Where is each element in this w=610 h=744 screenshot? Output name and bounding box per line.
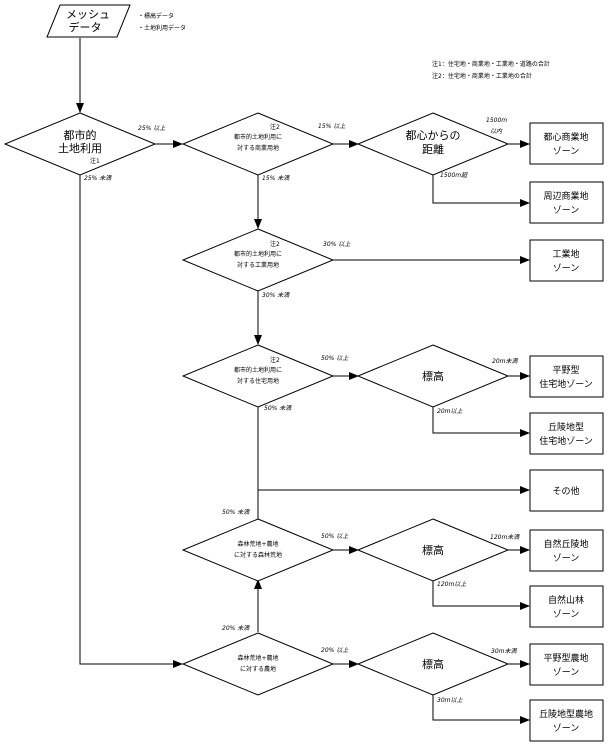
input-data-box	[46, 4, 131, 38]
cond-elev1-high: 20m以上	[437, 408, 463, 415]
zone-hill-farm	[529, 699, 604, 742]
decision-residential-ratio	[181, 344, 335, 408]
decision-urban-note: 注1	[90, 157, 100, 165]
cond-industrial-no: 30% 未満	[262, 291, 290, 299]
zone-hill-residential	[529, 412, 604, 455]
note-1: 注1：住宅地・商業地・工業地・道路の合計	[432, 60, 550, 68]
decision-forest-line2: に対する森林荒地	[234, 551, 282, 559]
zone-plain-farm-line1: 平野型農地	[543, 652, 588, 664]
zone-hill-farm-line1: 丘陵地型農地	[539, 708, 593, 720]
arrow-urban-no	[79, 175, 183, 668]
decision-residential-line1: 都市的土地利用に	[234, 366, 282, 374]
zone-plain-res-line1: 平野型	[552, 365, 579, 376]
decision-urban-landuse	[3, 112, 157, 176]
zone-natural-forest-line1: 自然山林	[548, 594, 584, 606]
input-label-line1: メッシュ	[66, 8, 110, 21]
decision-distance-line1: 都心からの	[406, 129, 461, 142]
decision-industrial-ratio	[181, 228, 335, 292]
zone-natural-hill-line2: ゾーン	[553, 553, 580, 564]
zone-peripheral-commercial	[529, 181, 604, 224]
cond-farm-no: 20% 未満	[222, 624, 250, 632]
note-2: 注2：住宅地・商業地・工業地の合計	[432, 72, 532, 80]
zone-other	[529, 469, 604, 512]
cond-elev1-low: 20m未満	[492, 357, 518, 365]
decision-industrial-note: 注2	[270, 240, 280, 248]
zone-peripheral-line1: 周辺商業地	[543, 190, 588, 202]
decision-industrial-line1: 都市的土地利用に	[234, 250, 282, 258]
cond-commercial-yes: 15% 以上	[318, 123, 346, 130]
cond-elev2-high: 120m以上	[437, 581, 467, 588]
decision-commercial-line2: 対する商業用地	[237, 144, 279, 152]
cond-distance-near-1: 1500m	[486, 117, 507, 124]
decision-farm-line1: 森林荒地+農地	[237, 654, 278, 662]
cond-distance-near-2: 以内	[490, 127, 503, 135]
zone-industrial	[529, 239, 604, 282]
zone-hill-farm-line2: ゾーン	[553, 723, 580, 734]
cond-forest-no: 50% 未満	[222, 508, 250, 516]
cond-residential-no: 50% 未満	[264, 404, 292, 412]
zone-hill-res-line1: 丘陵地型	[548, 421, 584, 433]
decision-forest-ratio	[181, 518, 335, 582]
zone-cbd-commercial	[529, 122, 604, 165]
decision-elevation-residential	[356, 344, 510, 408]
cond-elev3-low: 30m未満	[491, 647, 517, 655]
decision-commercial-note: 注2	[270, 123, 280, 131]
decision-residential-line2: 対する住宅用地	[237, 377, 279, 385]
decision-residential-note: 注2	[270, 356, 280, 364]
zone-plain-farm	[529, 643, 604, 686]
zone-natural-forest	[529, 585, 604, 628]
zone-natural-forest-line2: ゾーン	[553, 609, 580, 620]
decision-elevation-forest	[356, 518, 510, 582]
cond-industrial-yes: 30% 以上	[323, 241, 351, 248]
cond-distance-far: 1500m超	[440, 171, 468, 179]
connectors	[76, 38, 530, 724]
zone-peripheral-line2: ゾーン	[553, 205, 580, 216]
decision-commercial-line1: 都市的土地利用に	[234, 133, 282, 141]
arrow-elev3-high	[432, 695, 530, 724]
cond-commercial-no: 15% 未満	[262, 174, 290, 182]
cond-farm-yes: 20% 以上	[321, 647, 349, 654]
decision-forest-line1: 森林荒地+農地	[237, 540, 278, 548]
cond-elev2-low: 120m未満	[490, 533, 520, 541]
decision-farm-ratio	[181, 632, 335, 696]
arrow-distance-far	[432, 175, 530, 207]
zone-natural-hill-line1: 自然丘陵地	[543, 538, 588, 550]
decision-urban-line1: 都市的	[64, 128, 97, 142]
input-item-elevation: ・標高データ	[138, 12, 174, 20]
cond-elev3-high: 30m以上	[437, 697, 463, 704]
arrow-elev1-high	[432, 407, 530, 437]
decision-urban-line2: 土地利用	[58, 142, 102, 155]
decision-elevation-farm	[356, 632, 510, 696]
cond-forest-yes: 50% 以上	[321, 533, 349, 540]
cond-urban-yes: 25% 以上	[138, 125, 166, 132]
arrow-elev2-high	[432, 581, 530, 610]
zone-cbd-line2: ゾーン	[553, 146, 580, 157]
zone-cbd-line1: 都心商業地	[543, 131, 588, 143]
cond-residential-yes: 50% 以上	[321, 355, 349, 362]
decision-commercial-ratio	[181, 112, 335, 176]
decision-distance-line2: 距離	[422, 142, 444, 156]
decision-elev2-label: 標高	[422, 543, 444, 557]
zone-hill-res-line2: 住宅地ゾーン	[539, 435, 593, 447]
zone-natural-hill	[529, 529, 604, 572]
zone-other-label: その他	[552, 485, 579, 497]
decision-elev1-label: 標高	[422, 369, 444, 383]
input-item-landuse: ・土地利用データ	[138, 24, 186, 32]
zone-plain-residential	[529, 355, 604, 398]
decision-distance	[356, 112, 510, 176]
cond-urban-no: 25% 未満	[84, 174, 112, 182]
decision-farm-line2: に対する農地	[240, 665, 276, 673]
zone-industrial-line1: 工業地	[552, 248, 579, 260]
zone-industrial-line2: ゾーン	[553, 263, 580, 274]
decision-industrial-line2: 対する工業用地	[237, 261, 279, 269]
decision-elev3-label: 標高	[422, 657, 444, 671]
zone-plain-res-line2: 住宅地ゾーン	[539, 378, 593, 390]
zone-plain-farm-line2: ゾーン	[553, 667, 580, 678]
input-label-line2: データ	[69, 20, 102, 34]
